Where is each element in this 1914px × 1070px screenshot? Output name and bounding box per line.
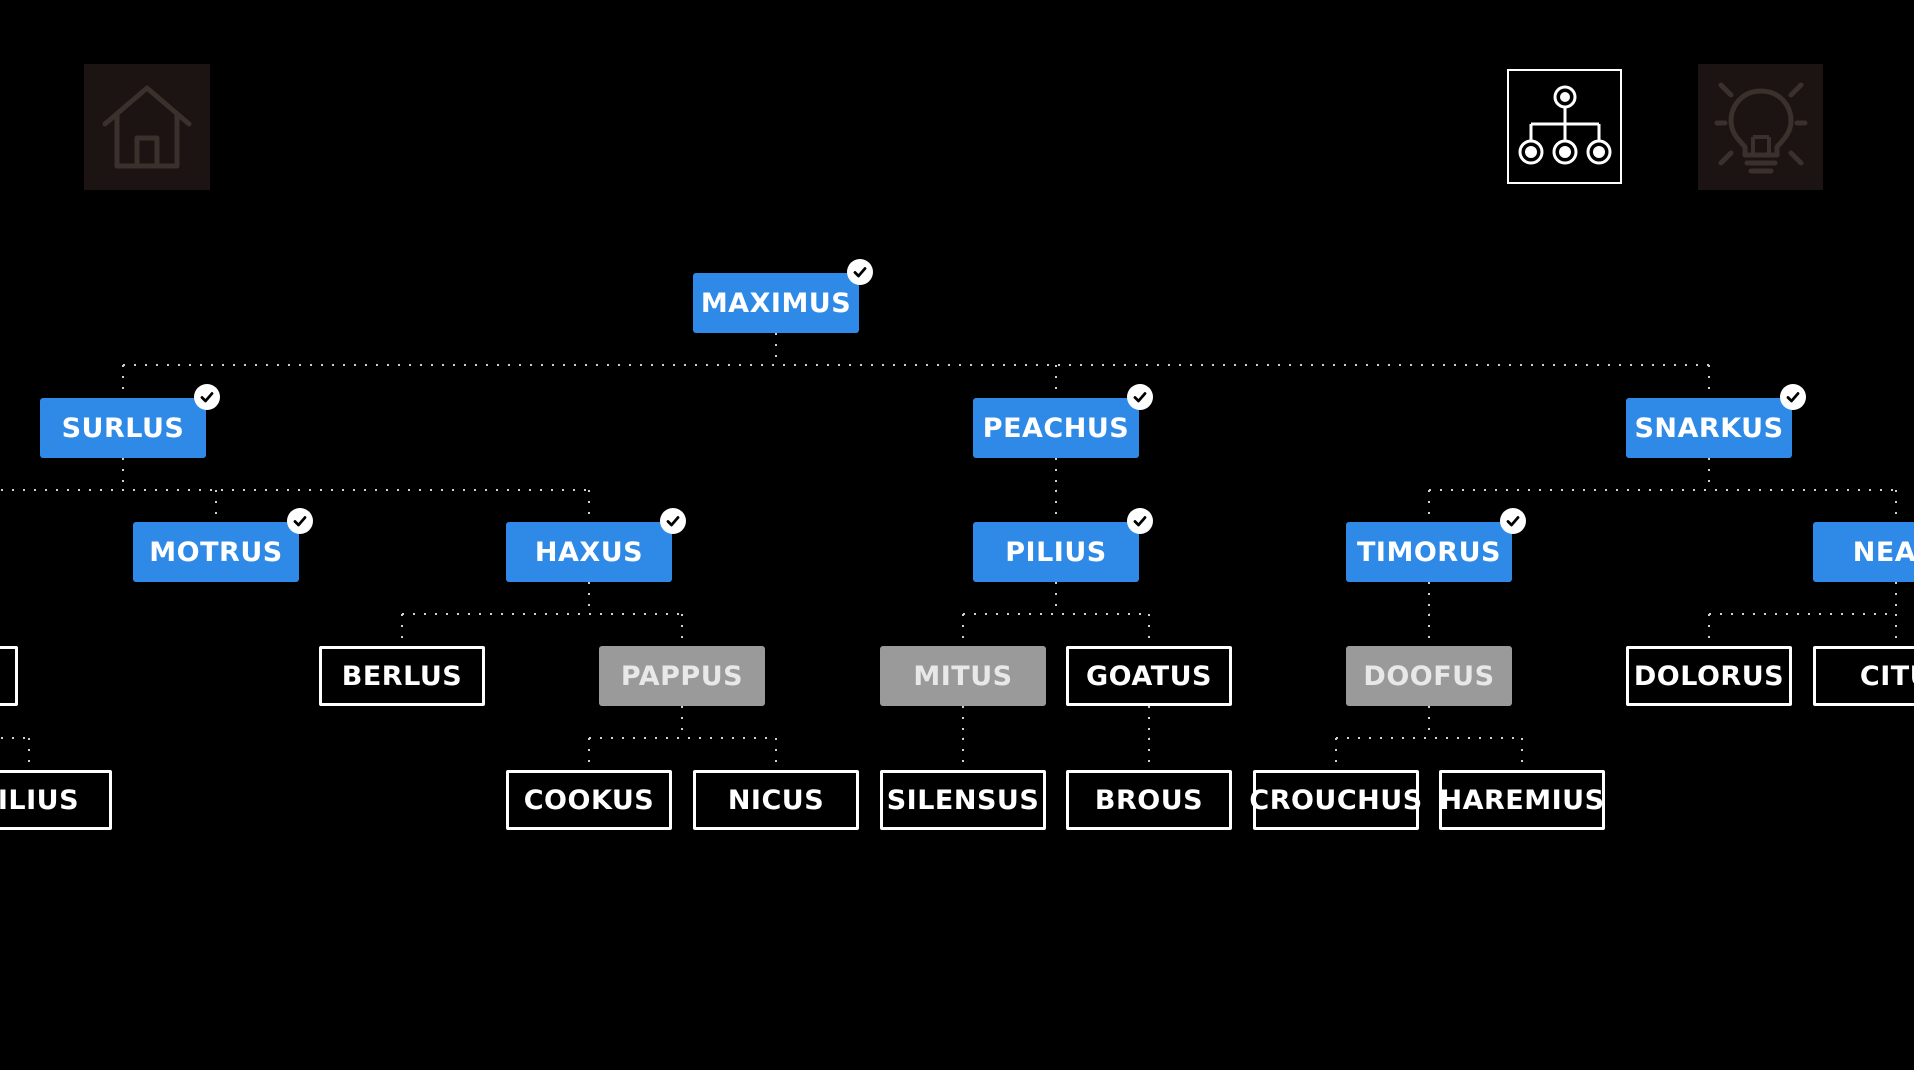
skill-node-haxus[interactable]: HAXUS — [506, 508, 686, 582]
skill-node-label: PEACHUS — [982, 412, 1130, 444]
skill-node-crouchus[interactable]: CROUCHUS — [1249, 770, 1422, 830]
checkmark-icon — [847, 259, 873, 285]
skill-node-peachus[interactable]: PEACHUS — [973, 384, 1153, 458]
skill-node-haremius[interactable]: HAREMIUS — [1439, 770, 1605, 830]
skill-node-label: PAPPUS — [620, 660, 744, 692]
skill-node-label: MAXIMUS — [700, 287, 852, 319]
checkmark-icon — [287, 508, 313, 534]
skill-node-label: TIMORUS — [1357, 536, 1501, 568]
skill-node-label: BROUS — [1094, 784, 1204, 816]
home-icon — [102, 85, 192, 169]
skill-tree-button[interactable] — [1507, 69, 1622, 184]
skill-node-brous[interactable]: BROUS — [1066, 770, 1232, 830]
skill-node-label: MOTRUS — [149, 536, 283, 568]
skill-node-label: SURLUS — [61, 412, 185, 444]
skill-node-berlus[interactable]: BERLUS — [319, 646, 485, 706]
skill-node-mitus[interactable]: MITUS — [880, 646, 1046, 706]
skill-node-label: SILENSUS — [886, 784, 1040, 816]
skill-node-label: MITUS — [913, 660, 1013, 692]
lightbulb-icon — [1714, 82, 1807, 174]
skill-node-doofus[interactable]: DOOFUS — [1346, 646, 1512, 706]
skill-node-nicus[interactable]: NICUS — [693, 770, 859, 830]
skill-node-label: HAXUS — [534, 536, 644, 568]
home-button[interactable] — [84, 64, 210, 190]
skill-node-label: NICUS — [727, 784, 825, 816]
hint-button[interactable] — [1698, 64, 1823, 190]
checkmark-icon — [194, 384, 220, 410]
skill-node-label: CROUCHUS — [1249, 784, 1423, 816]
skill-node-citu[interactable]: CITU — [1813, 646, 1914, 706]
skill-node-label: SNARKUS — [1634, 412, 1784, 444]
skill-node-dolorus[interactable]: DOLORUS — [1626, 646, 1792, 706]
skill-node-label: DOLORUS — [1633, 660, 1785, 692]
skill-node-label: BERLUS — [341, 660, 463, 692]
skill-node-pilius[interactable]: PILIUS — [973, 508, 1153, 582]
skill-node-filius[interactable]: FILIUS — [0, 770, 112, 830]
skill-node-label: CITU — [1859, 660, 1914, 692]
checkmark-icon — [1127, 384, 1153, 410]
skill-node-pappus[interactable]: PAPPUS — [599, 646, 765, 706]
skill-node-label: COOKUS — [523, 784, 655, 816]
skill-node-label: DOOFUS — [1363, 660, 1495, 692]
skill-node-cookus[interactable]: COOKUS — [506, 770, 672, 830]
skill-node-left-row3[interactable] — [0, 646, 18, 706]
skill-node-motrus[interactable]: MOTRUS — [133, 508, 313, 582]
skill-node-label: FILIUS — [0, 784, 80, 816]
skill-node-snarkus[interactable]: SNARKUS — [1626, 384, 1806, 458]
checkmark-icon — [660, 508, 686, 534]
skill-node-label: PILIUS — [1005, 536, 1107, 568]
skill-node-timorus[interactable]: TIMORUS — [1346, 508, 1526, 582]
skill-node-label: HAREMIUS — [1439, 784, 1605, 816]
skill-node-nean[interactable]: NEAN — [1813, 522, 1914, 582]
skill-node-silensus[interactable]: SILENSUS — [880, 770, 1046, 830]
skill-node-label: GOATUS — [1086, 660, 1212, 692]
checkmark-icon — [1500, 508, 1526, 534]
skill-node-label: NEAN — [1852, 536, 1914, 568]
skill-node-goatus[interactable]: GOATUS — [1066, 646, 1232, 706]
checkmark-icon — [1780, 384, 1806, 410]
skill-node-surlus[interactable]: SURLUS — [40, 384, 220, 458]
skill-tree-icon — [1518, 85, 1611, 164]
skill-node-maximus[interactable]: MAXIMUS — [693, 259, 873, 333]
checkmark-icon — [1127, 508, 1153, 534]
